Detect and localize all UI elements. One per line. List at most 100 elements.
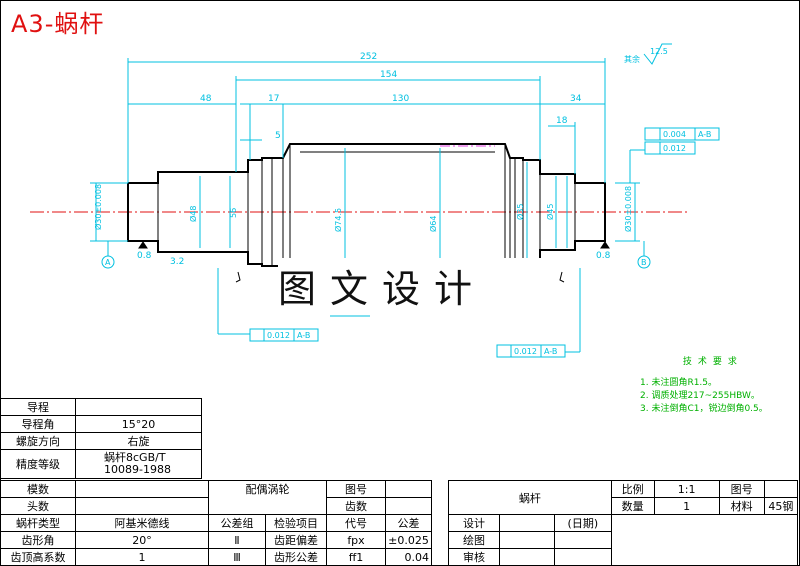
gear-cell: Ⅱ bbox=[208, 531, 266, 549]
gear-cell: 20° bbox=[75, 531, 209, 549]
param-value: 15°20 bbox=[75, 415, 202, 433]
gear-cell: 0.04 bbox=[385, 548, 432, 566]
table-row: 设计 (日期) bbox=[448, 514, 799, 566]
gear-cell: 配偶涡轮 bbox=[208, 480, 327, 515]
dim-dia-56: 56 bbox=[229, 208, 238, 218]
table-row: 蜗杆 比例 1:1 图号 bbox=[448, 480, 799, 515]
dimension-lines bbox=[90, 58, 645, 353]
scale-value: 1:1 bbox=[653, 480, 720, 498]
ra-left: 0.8 bbox=[137, 251, 152, 261]
drawing-no-label: 图号 bbox=[718, 480, 765, 498]
dim-dia-left: Ø30±0.008 bbox=[93, 184, 103, 230]
gear-cell: fpx bbox=[326, 531, 386, 549]
qty-label: 数量 bbox=[610, 497, 655, 515]
gear-table: 模数 配偶涡轮 图号 头数 齿数 蜗杆类型 阿基米德线 公差组 检验项目 代号 … bbox=[0, 480, 432, 566]
gear-cell bbox=[75, 497, 209, 515]
dim-dia-35: Ø35 bbox=[515, 204, 525, 220]
drawing-title: A3-蜗杆 bbox=[11, 10, 105, 38]
company-cell bbox=[610, 514, 799, 566]
gear-cell bbox=[385, 480, 432, 498]
table-row: 头数 齿数 bbox=[0, 497, 432, 515]
param-label: 螺旋方向 bbox=[0, 432, 76, 450]
draw-name bbox=[499, 531, 555, 549]
gear-cell: 齿距偏差 bbox=[265, 531, 327, 549]
datum-b-circle bbox=[637, 255, 651, 269]
datum-a: A bbox=[105, 258, 111, 267]
check-name bbox=[499, 548, 555, 566]
datum-b: B bbox=[641, 258, 647, 267]
dim-dia-74: Ø74.5 bbox=[333, 208, 343, 232]
design-label: 设计 bbox=[448, 514, 500, 532]
gear-cell: 检验项目 bbox=[265, 514, 327, 532]
ra-right: 0.8 bbox=[596, 251, 611, 261]
draw-date bbox=[554, 531, 612, 549]
drawing-no-value bbox=[763, 480, 799, 498]
table-row: 齿顶高系数 1 Ⅲ 齿形公差 ff1 0.04 bbox=[0, 548, 432, 566]
check-label: 审核 bbox=[448, 548, 500, 566]
gear-cell: 齿形角 bbox=[0, 531, 76, 549]
param-label: 导程 bbox=[0, 398, 76, 416]
gear-cell: 代号 bbox=[326, 514, 386, 532]
ra-left2: 3.2 bbox=[170, 257, 184, 267]
gear-cell: 公差 bbox=[385, 514, 432, 532]
table-row: 模数 配偶涡轮 图号 bbox=[0, 480, 432, 515]
watermark-text: 图文设计 bbox=[278, 258, 548, 311]
parameter-table: 导程 导程角 15°20 螺旋方向 右旋 精度等级 蜗杆8cGB/T 10089… bbox=[0, 398, 202, 479]
dim-5: 5 bbox=[275, 131, 281, 141]
gear-cell: ±0.025 bbox=[385, 531, 432, 549]
datum-a-circle bbox=[101, 255, 115, 269]
dim-130: 130 bbox=[392, 94, 409, 104]
table-row: 数量 1 材料 45钢 bbox=[449, 497, 799, 515]
rotated-dimension-texts: Ø30±0.008 Ø48 56 Ø74.5 Ø64 Ø35 Ø45 Ø30±0… bbox=[93, 184, 633, 232]
dim-252: 252 bbox=[360, 52, 377, 62]
gear-cell: 齿顶高系数 bbox=[0, 548, 76, 566]
param-label: 精度等级 bbox=[0, 449, 76, 479]
tech-item: 1. 未注圆角R1.5。 bbox=[640, 378, 718, 388]
gear-cell: 齿形公差 bbox=[265, 548, 327, 566]
param-value: 蜗杆8cGB/T 10089-1988 bbox=[75, 449, 202, 479]
horizontal-dimension-texts: 252 154 48 17 130 34 18 5 0.8 3.2 0.8 其余… bbox=[137, 47, 668, 267]
material-label: 材料 bbox=[718, 497, 765, 515]
table-row: 审核 bbox=[448, 548, 798, 566]
gear-cell: 图号 bbox=[326, 480, 386, 498]
param-value: 右旋 bbox=[75, 432, 202, 450]
gear-cell: 模数 bbox=[0, 480, 76, 498]
gear-cell: ff1 bbox=[326, 548, 386, 566]
tech-item: 2. 调质处理217~255HBW。 bbox=[640, 391, 760, 401]
check-date bbox=[554, 548, 612, 566]
design-name bbox=[499, 514, 555, 532]
cyl-top-value: 0.012 bbox=[663, 144, 686, 153]
gear-cell: Ⅲ bbox=[208, 548, 266, 566]
dim-17: 17 bbox=[268, 94, 279, 104]
part-name: 蜗杆 bbox=[448, 480, 612, 515]
param-value bbox=[75, 398, 202, 416]
qty-value: 1 bbox=[653, 497, 720, 515]
gear-cell: 阿基米德线 bbox=[75, 514, 209, 532]
material-value: 45钢 bbox=[763, 497, 799, 515]
dim-dia-64: Ø64 bbox=[428, 216, 438, 232]
runout-top-value: 0.004 bbox=[663, 130, 686, 139]
runout-left-ref: A-B bbox=[297, 331, 310, 340]
gear-cell: 蜗杆类型 bbox=[0, 514, 76, 532]
tolerance-frame-left: 0.012 A-B bbox=[249, 328, 319, 342]
scale-label: 比例 bbox=[610, 480, 655, 498]
table-row: 蜗杆类型 阿基米德线 公差组 检验项目 代号 公差 bbox=[0, 514, 432, 532]
dim-dia-r: Ø30±0.008 bbox=[623, 186, 633, 232]
gear-cell bbox=[385, 497, 432, 515]
dim-48: 48 bbox=[200, 94, 212, 104]
dim-154: 154 bbox=[380, 70, 397, 80]
tolerance-frame-top: 0.004 A-B 0.012 bbox=[644, 127, 720, 155]
gear-cell: 齿数 bbox=[326, 497, 386, 515]
technical-requirements: 技术要求 1. 未注圆角R1.5。 2. 调质处理217~255HBW。 3. … bbox=[640, 356, 768, 416]
runout-top-ref: A-B bbox=[698, 130, 711, 139]
roughness-symbol bbox=[643, 43, 672, 65]
param-label: 导程角 bbox=[0, 415, 76, 433]
draw-label: 绘图 bbox=[448, 531, 500, 549]
dim-dia-45: Ø45 bbox=[545, 204, 555, 220]
tech-heading: 技术要求 bbox=[682, 357, 743, 367]
roughness-rest-label: 其余 bbox=[624, 54, 640, 64]
view-arrows bbox=[138, 241, 610, 283]
runout-left-value: 0.012 bbox=[267, 331, 290, 340]
table-row: 精度等级 蜗杆8cGB/T 10089-1988 bbox=[0, 449, 202, 479]
